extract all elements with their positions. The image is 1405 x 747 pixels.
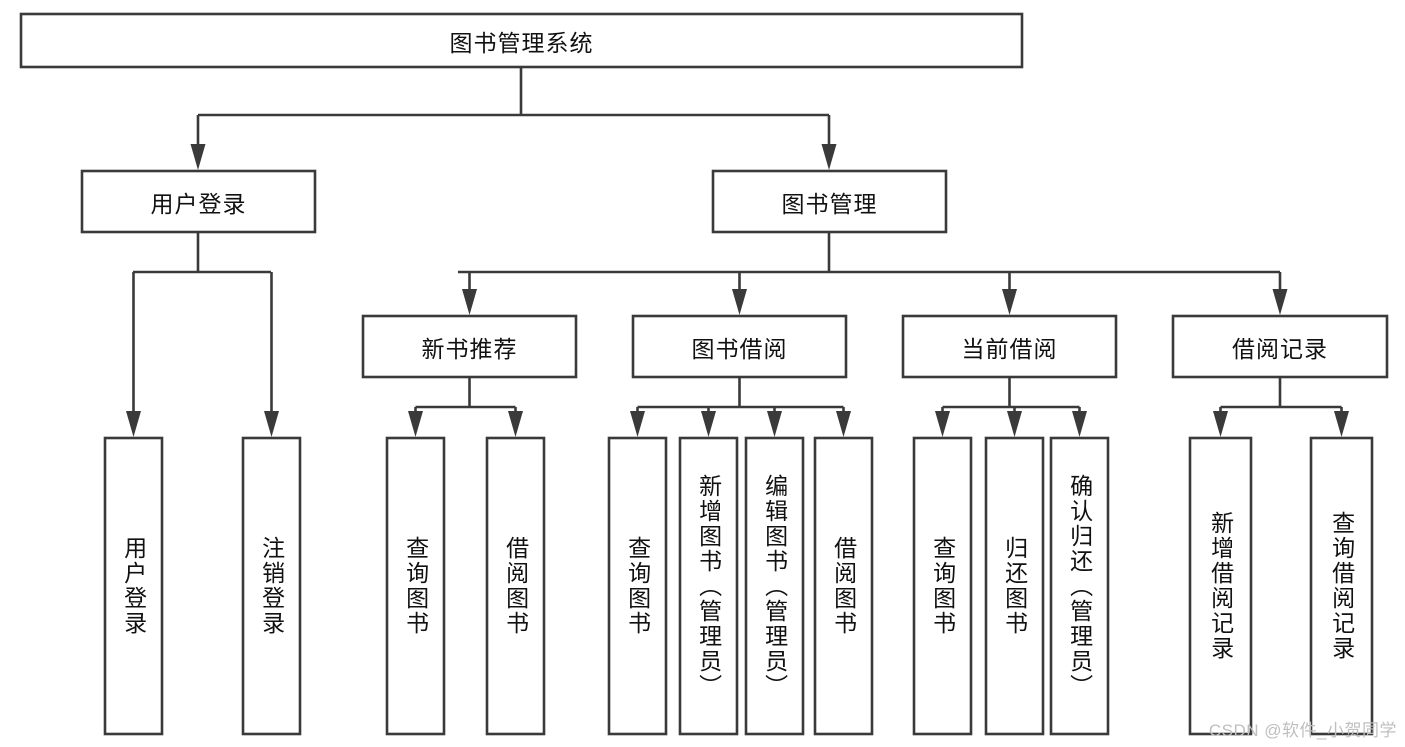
root-node-book-management-system[interactable] — [19, 12, 1024, 69]
leaf-node-query-borrow-record[interactable] — [1309, 436, 1374, 736]
level1-node-book-management[interactable] — [711, 169, 948, 234]
to-current-borrow-arrowhead — [1002, 289, 1017, 315]
leaf-node-query-book[interactable] — [912, 436, 973, 736]
level1-node-user-login[interactable] — [80, 169, 317, 234]
leaf-node-query-book[interactable] — [607, 436, 668, 736]
to-leaf-confirm-return-admin-arrowhead — [1072, 411, 1087, 437]
level2-node-book-borrow[interactable] — [631, 314, 848, 379]
leaf-node-user-login[interactable] — [103, 436, 164, 736]
to-leaf-query-borrow-record-arrowhead — [1334, 411, 1349, 437]
csdn-watermark: CSDN @软件_小贺同学 — [1208, 721, 1397, 740]
to-leaf-edit-book-admin-arrowhead — [767, 411, 782, 437]
leaf-node-return-book[interactable] — [984, 436, 1045, 736]
leaf-node-confirm-return-admin[interactable] — [1049, 436, 1110, 736]
level2-node-current-borrow[interactable] — [901, 314, 1118, 379]
leaf-node-edit-book-admin[interactable] — [744, 436, 805, 736]
to-leaf-logout-arrowhead — [264, 411, 279, 437]
to-leaf-query-book-arrowhead — [408, 411, 423, 437]
leaf-node-add-borrow-record[interactable] — [1188, 436, 1253, 736]
to-leaf-borrow-book-arrowhead — [836, 411, 851, 437]
leaf-node-add-book-admin[interactable] — [678, 436, 739, 736]
leaf-node-logout[interactable] — [241, 436, 302, 736]
to-leaf-borrow-book-arrowhead — [508, 411, 523, 437]
root-to-user-login-arrowhead — [190, 144, 206, 170]
to-leaf-return-book-arrowhead — [1007, 411, 1022, 437]
root-to-book-management-arrowhead — [821, 144, 837, 170]
leaf-node-query-book[interactable] — [385, 436, 446, 736]
leaf-node-borrow-book[interactable] — [813, 436, 874, 736]
to-leaf-add-borrow-record-arrowhead — [1213, 411, 1228, 437]
level2-node-borrow-record[interactable] — [1171, 314, 1389, 379]
to-leaf-add-book-admin-arrowhead — [701, 411, 716, 437]
to-new-book-recommendation-arrowhead — [462, 289, 477, 315]
leaf-node-borrow-book[interactable] — [485, 436, 546, 736]
to-book-borrow-arrowhead — [732, 289, 747, 315]
level2-node-new-book-recommendation[interactable] — [361, 314, 578, 379]
to-leaf-query-book-arrowhead — [630, 411, 645, 437]
to-leaf-user-login-arrowhead — [126, 411, 141, 437]
to-borrow-record-arrowhead — [1272, 289, 1288, 315]
to-leaf-query-book-arrowhead — [935, 411, 950, 437]
